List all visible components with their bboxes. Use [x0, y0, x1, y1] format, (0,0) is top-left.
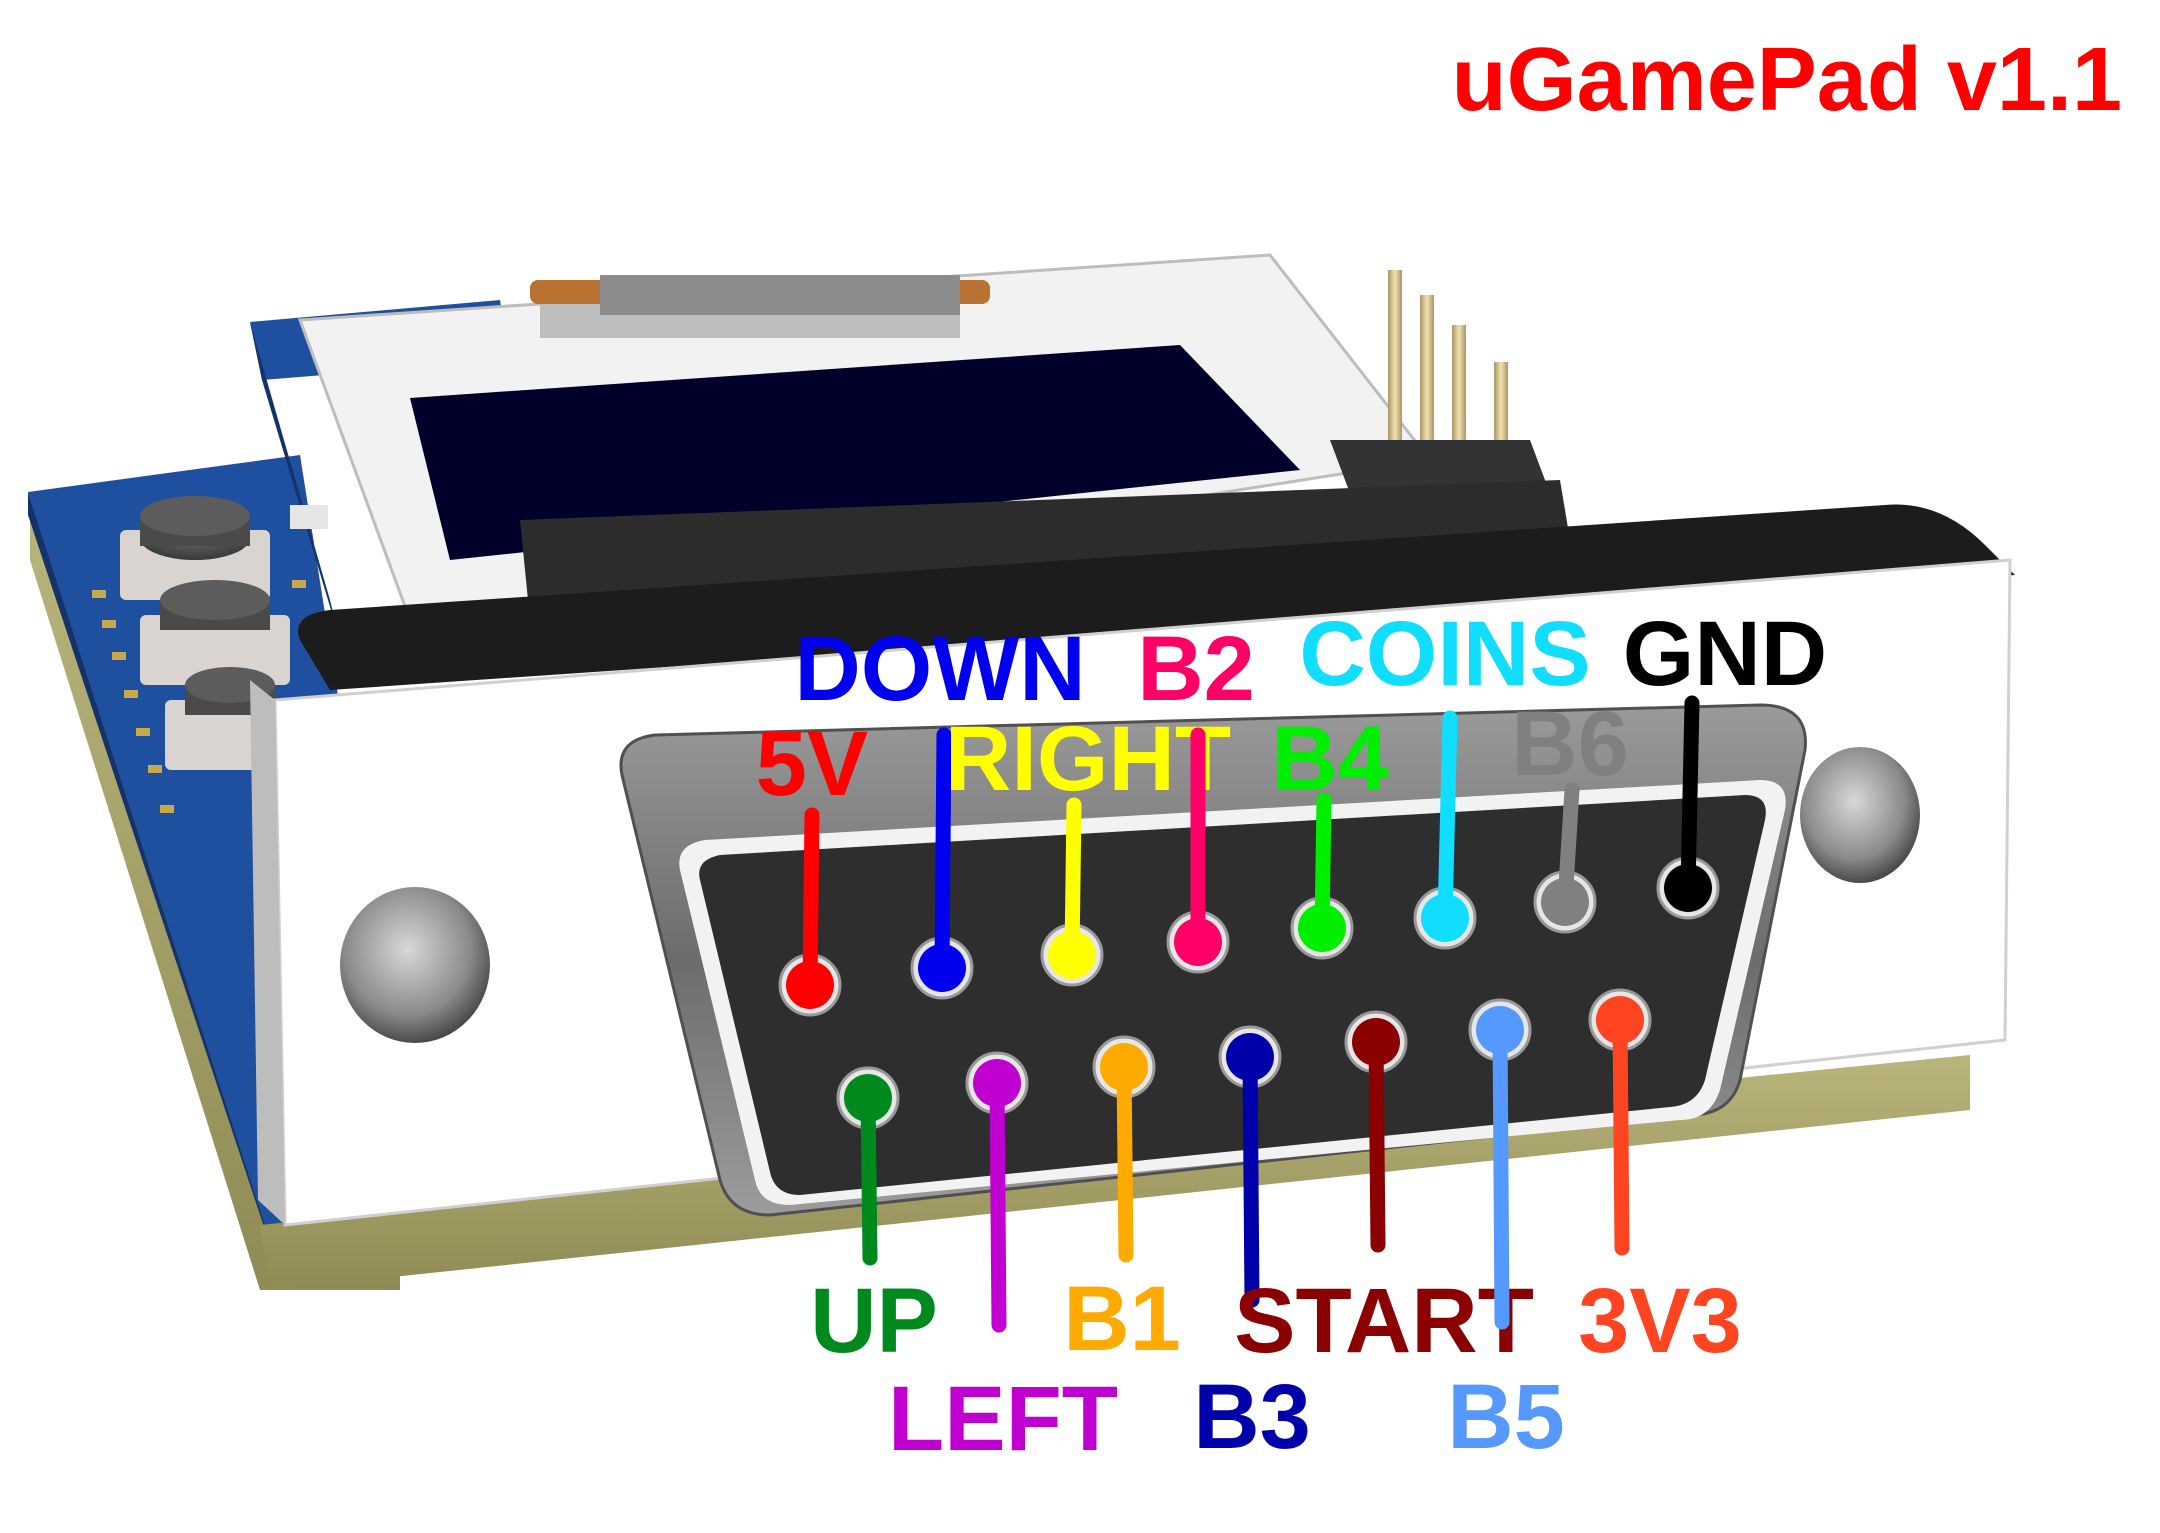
pin-label-coins: COINS	[1299, 603, 1590, 705]
pin-b3: B3	[1193, 1033, 1311, 1468]
pin-b2: B2	[1137, 618, 1255, 966]
pin-dot-b3	[1226, 1033, 1274, 1081]
pin-label-left: LEFT	[888, 1368, 1118, 1470]
leader-line-start	[1368, 1034, 1386, 1253]
leader-line-right	[1064, 797, 1082, 963]
header-pin-3	[1452, 325, 1466, 475]
mount-hole-right	[1800, 747, 1920, 883]
leader-line-up	[860, 1090, 878, 1266]
pin-dot-b4	[1298, 904, 1346, 952]
pin-dot-b1	[1100, 1043, 1148, 1091]
connector-body	[298, 480, 2015, 690]
pin-label-b6: B6	[1511, 693, 1629, 795]
pin-dot-left	[973, 1059, 1021, 1107]
tactile-button-1	[120, 496, 270, 600]
mount-hole-left	[340, 887, 490, 1043]
tactile-button-2	[140, 580, 290, 685]
pin-b4: B4	[1271, 708, 1389, 952]
pcb-front-face	[28, 492, 270, 1245]
pin-dot-b2	[1174, 918, 1222, 966]
leader-line-b3	[1242, 1049, 1260, 1308]
pin-label-b5: B5	[1447, 1366, 1565, 1468]
pin-dot-right	[1048, 931, 1096, 979]
pin-coins: COINS	[1299, 603, 1591, 942]
pin-label-right: RIGHT	[945, 708, 1231, 810]
pin-b1: B1	[1063, 1043, 1181, 1370]
pin-label-b3: B3	[1193, 1366, 1311, 1468]
pin-label-up: UP	[810, 1270, 938, 1372]
pin-label-down: DOWN	[794, 618, 1085, 720]
pin-start: START	[1234, 1018, 1534, 1372]
pin-right: RIGHT	[945, 708, 1231, 979]
pin-up: UP	[810, 1074, 938, 1372]
leader-line-down	[934, 727, 952, 976]
pin-dot-gnd	[1664, 864, 1712, 912]
pin-dot-b5	[1476, 1006, 1524, 1054]
pin-b6: B6	[1511, 693, 1629, 926]
pin-label-b2: B2	[1137, 618, 1255, 720]
pin-dot-b6	[1541, 878, 1589, 926]
pin-label-start: START	[1234, 1270, 1534, 1372]
pin-down: DOWN	[794, 618, 1086, 992]
pin-dot-up	[844, 1074, 892, 1122]
pcb-rear-side	[250, 322, 340, 640]
pin-label-gnd: GND	[1623, 603, 1827, 705]
bracket-edge	[250, 680, 285, 1225]
header-pin-1	[1388, 270, 1402, 440]
pin-5v: 5V	[756, 713, 869, 1009]
pin-dot-3v3	[1596, 996, 1644, 1044]
diagram-title: uGamePad v1.1	[1452, 30, 2122, 130]
tactile-buttons	[92, 496, 328, 813]
pin-3v3: 3V3	[1578, 996, 1742, 1372]
pin-label-b4: B4	[1271, 708, 1389, 810]
pin-gnd: GND	[1623, 603, 1827, 912]
leader-line-5v	[802, 807, 820, 993]
pin-dot-start	[1352, 1018, 1400, 1066]
pin-dot-5v	[786, 961, 834, 1009]
pin-left: LEFT	[888, 1059, 1118, 1470]
pcb-component	[290, 505, 328, 529]
leader-line-3v3	[1612, 1012, 1630, 1256]
pin-dot-down	[918, 944, 966, 992]
leader-line-b1	[1116, 1059, 1134, 1263]
leader-line-left	[989, 1075, 1007, 1333]
header-pin-2	[1420, 295, 1434, 460]
oled-screen	[410, 345, 1300, 560]
pin-label-b1: B1	[1063, 1268, 1181, 1370]
pin-dot-coins	[1421, 894, 1469, 942]
leader-line-coins	[1437, 710, 1458, 926]
pin-label-5v: 5V	[756, 713, 869, 815]
pin-label-3v3: 3V3	[1578, 1270, 1742, 1372]
connector-top-rim	[298, 504, 2015, 690]
leader-line-b5	[1492, 1022, 1510, 1330]
leader-line-gnd	[1680, 695, 1700, 896]
pin-b5: B5	[1447, 1006, 1565, 1468]
